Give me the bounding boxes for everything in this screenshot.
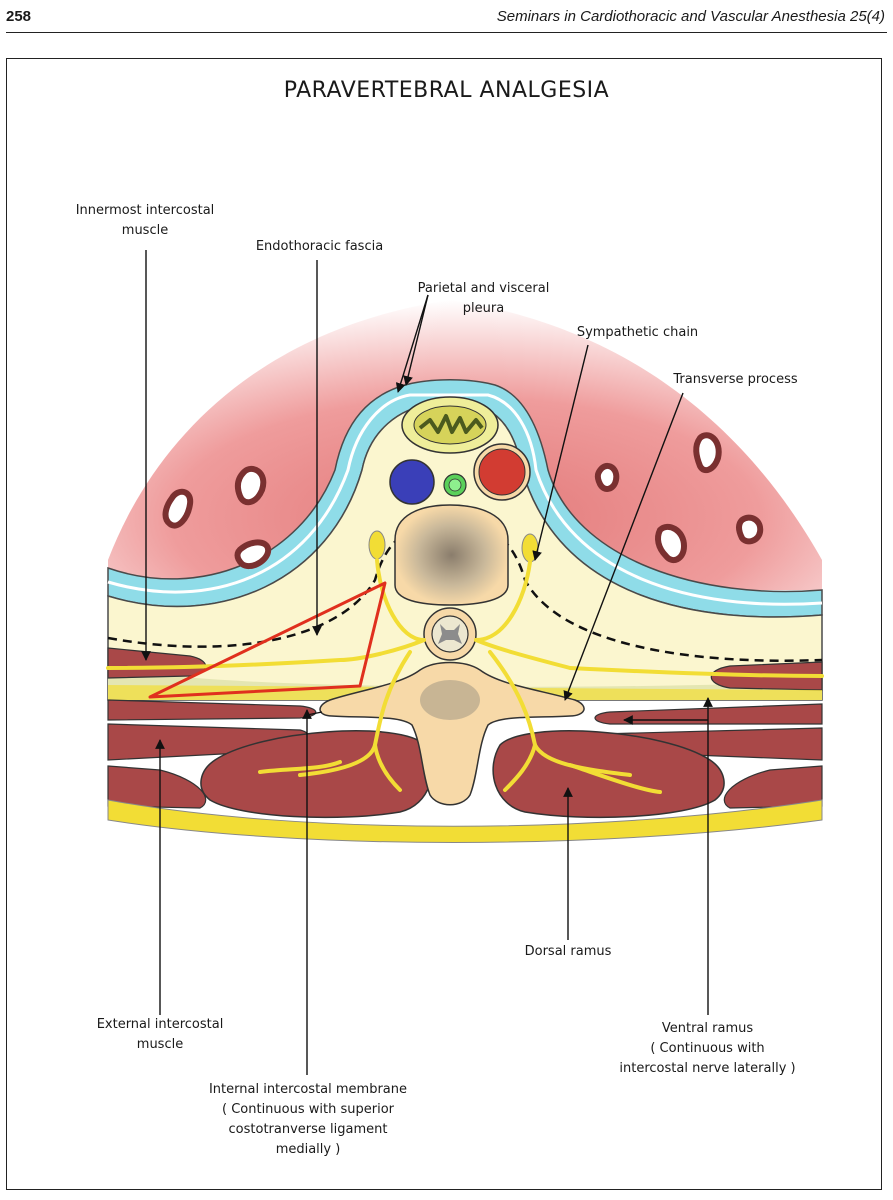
label-pleura: Parietal and visceral pleura bbox=[417, 281, 550, 316]
header-rule bbox=[6, 32, 887, 33]
page-number: 258 bbox=[6, 8, 32, 25]
label-transverse-process: Transverse process bbox=[673, 372, 798, 387]
esophagus-folds bbox=[418, 414, 484, 434]
thoracic-duct-inner bbox=[448, 478, 462, 492]
aorta-lumen bbox=[478, 448, 526, 496]
lamina-texture bbox=[420, 680, 480, 720]
label-ventral-ramus: Ventral ramus ( Continuous with intercos… bbox=[619, 1021, 796, 1076]
sympathetic-ganglion-left bbox=[368, 530, 386, 560]
rib-cross-sections bbox=[162, 432, 764, 570]
outer-muscle-left bbox=[107, 765, 207, 809]
figure-title: PARAVERTEBRAL ANALGESIA bbox=[283, 78, 610, 103]
pleura-inner-line bbox=[107, 393, 823, 606]
label-internal-membrane: Internal intercostal membrane ( Continuo… bbox=[208, 1082, 408, 1157]
label-external-intercostal: External intercostal muscle bbox=[96, 1017, 224, 1052]
internal-intercostal-left bbox=[107, 699, 317, 721]
label-sympathetic-chain: Sympathetic chain bbox=[576, 325, 699, 340]
leader-lines bbox=[141, 250, 713, 1075]
figure-frame bbox=[6, 58, 882, 1190]
journal-title: Seminars in Cardiothoracic and Vascular … bbox=[496, 8, 885, 25]
vertebral-body bbox=[394, 504, 509, 606]
label-innermost-intercostal: Innermost intercostal muscle bbox=[75, 203, 215, 238]
subcutaneous-layer bbox=[107, 799, 823, 843]
outer-muscle-right bbox=[723, 765, 823, 809]
azygos-vein bbox=[389, 459, 435, 505]
label-endothoracic-fascia: Endothoracic fascia bbox=[255, 239, 384, 254]
label-dorsal-ramus: Dorsal ramus bbox=[524, 944, 612, 959]
nerve-paths bbox=[106, 558, 824, 794]
paravertebral-space-outline bbox=[148, 581, 387, 699]
running-head: 258 Seminars in Cardiothoracic and Vascu… bbox=[0, 0, 893, 34]
spinal-grey-matter bbox=[438, 624, 462, 644]
